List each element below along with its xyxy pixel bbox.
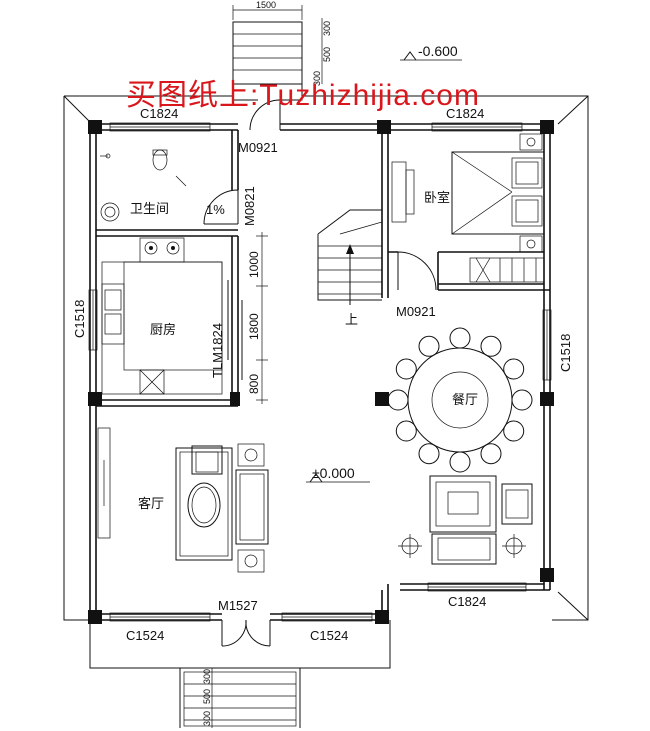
- window-code-front-right: C1524: [310, 628, 348, 643]
- kitchen-dim-3: 800: [247, 374, 261, 394]
- front-stair-dim-3: 300: [202, 711, 212, 726]
- bedroom-furniture: [391, 133, 545, 283]
- structural-columns: [88, 120, 554, 624]
- dining-chair: [395, 420, 417, 442]
- window-code-east: C1518: [558, 334, 573, 372]
- door-code-bedroom: M0921: [396, 304, 436, 319]
- door-code-bath: M0821: [242, 186, 257, 226]
- door-code-entry-top: M0921: [238, 140, 278, 155]
- window-code-bed-top: C1824: [446, 106, 484, 121]
- dining-chair: [418, 335, 440, 357]
- windows: [88, 122, 552, 622]
- top-stair: 1500 300 500 300: [232, 0, 332, 101]
- interior-stair: 上: [317, 209, 383, 327]
- floor-elevation-label: ±0.000: [312, 465, 355, 481]
- door-code-kitchen-slide: TLM1824: [210, 323, 225, 378]
- dining-chair: [395, 358, 417, 380]
- top-stair-dim-2: 500: [322, 47, 332, 62]
- dining-chair: [480, 443, 502, 465]
- kitchen-fixtures: [101, 237, 223, 395]
- outside-elevation-mark: -0.600: [400, 43, 462, 61]
- dining-chair: [418, 443, 440, 465]
- window-code-west: C1518: [72, 300, 87, 338]
- doors: [203, 99, 437, 647]
- top-stair-dim-1: 300: [322, 21, 332, 36]
- slope-label: 1%: [206, 202, 225, 217]
- dining-chair: [511, 389, 533, 411]
- room-label-bathroom: 卫生间: [130, 201, 169, 216]
- dining-chair: [449, 451, 471, 473]
- front-stair-dim-2: 500: [202, 689, 212, 704]
- top-stair-width-dim: 1500: [256, 0, 276, 10]
- room-label-bedroom: 卧室: [424, 190, 450, 205]
- top-stair-dim-3: 300: [312, 71, 322, 86]
- outside-elevation-label: -0.600: [418, 43, 458, 59]
- dining-chair: [503, 420, 525, 442]
- bathroom-fixtures: [100, 149, 187, 222]
- front-stair-dim-1: 300: [202, 669, 212, 684]
- door-code-front: M1527: [218, 598, 258, 613]
- dining-chair: [387, 389, 409, 411]
- window-code-lower-right: C1824: [448, 594, 486, 609]
- living-furniture: [97, 427, 533, 573]
- dining-chair: [503, 358, 525, 380]
- room-label-kitchen: 厨房: [150, 322, 176, 337]
- kitchen-dim-2: 1800: [247, 313, 261, 340]
- window-code-bath-top: C1824: [140, 106, 178, 121]
- kitchen-dim-1: 1000: [247, 251, 261, 278]
- kitchen-dimension: 1000 1800 800: [247, 232, 268, 404]
- window-code-front-left: C1524: [126, 628, 164, 643]
- exterior-walls: [89, 123, 551, 621]
- interior-walls: [96, 130, 550, 407]
- dining-chair: [480, 335, 502, 357]
- stair-up-label: 上: [345, 312, 358, 327]
- outer-platform: [63, 95, 589, 621]
- room-label-dining: 餐厅: [452, 392, 478, 407]
- room-label-living: 客厅: [138, 496, 164, 511]
- dining-chair: [449, 327, 471, 349]
- floor-elevation-mark: ±0.000: [306, 465, 370, 483]
- dining-table: [387, 327, 533, 473]
- watermark-text: 买图纸上:Tuzhizhijia.com: [126, 79, 480, 112]
- front-steps: 300 500 300: [89, 620, 391, 728]
